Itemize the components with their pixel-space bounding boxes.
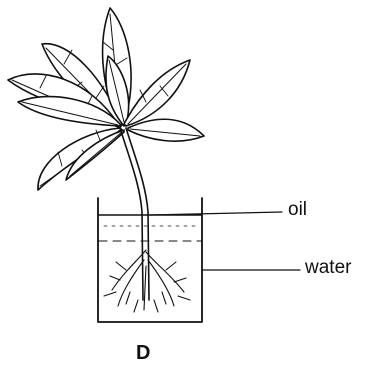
oil-leader-line bbox=[150, 212, 282, 215]
figure-caption: D bbox=[136, 342, 150, 365]
beaker bbox=[98, 198, 202, 322]
oil-label: oil bbox=[288, 199, 307, 221]
leaves bbox=[8, 8, 204, 190]
leaf-lower-right bbox=[128, 119, 204, 141]
water-label: water bbox=[305, 257, 351, 279]
leaf-right bbox=[124, 60, 190, 126]
roots bbox=[104, 250, 190, 312]
